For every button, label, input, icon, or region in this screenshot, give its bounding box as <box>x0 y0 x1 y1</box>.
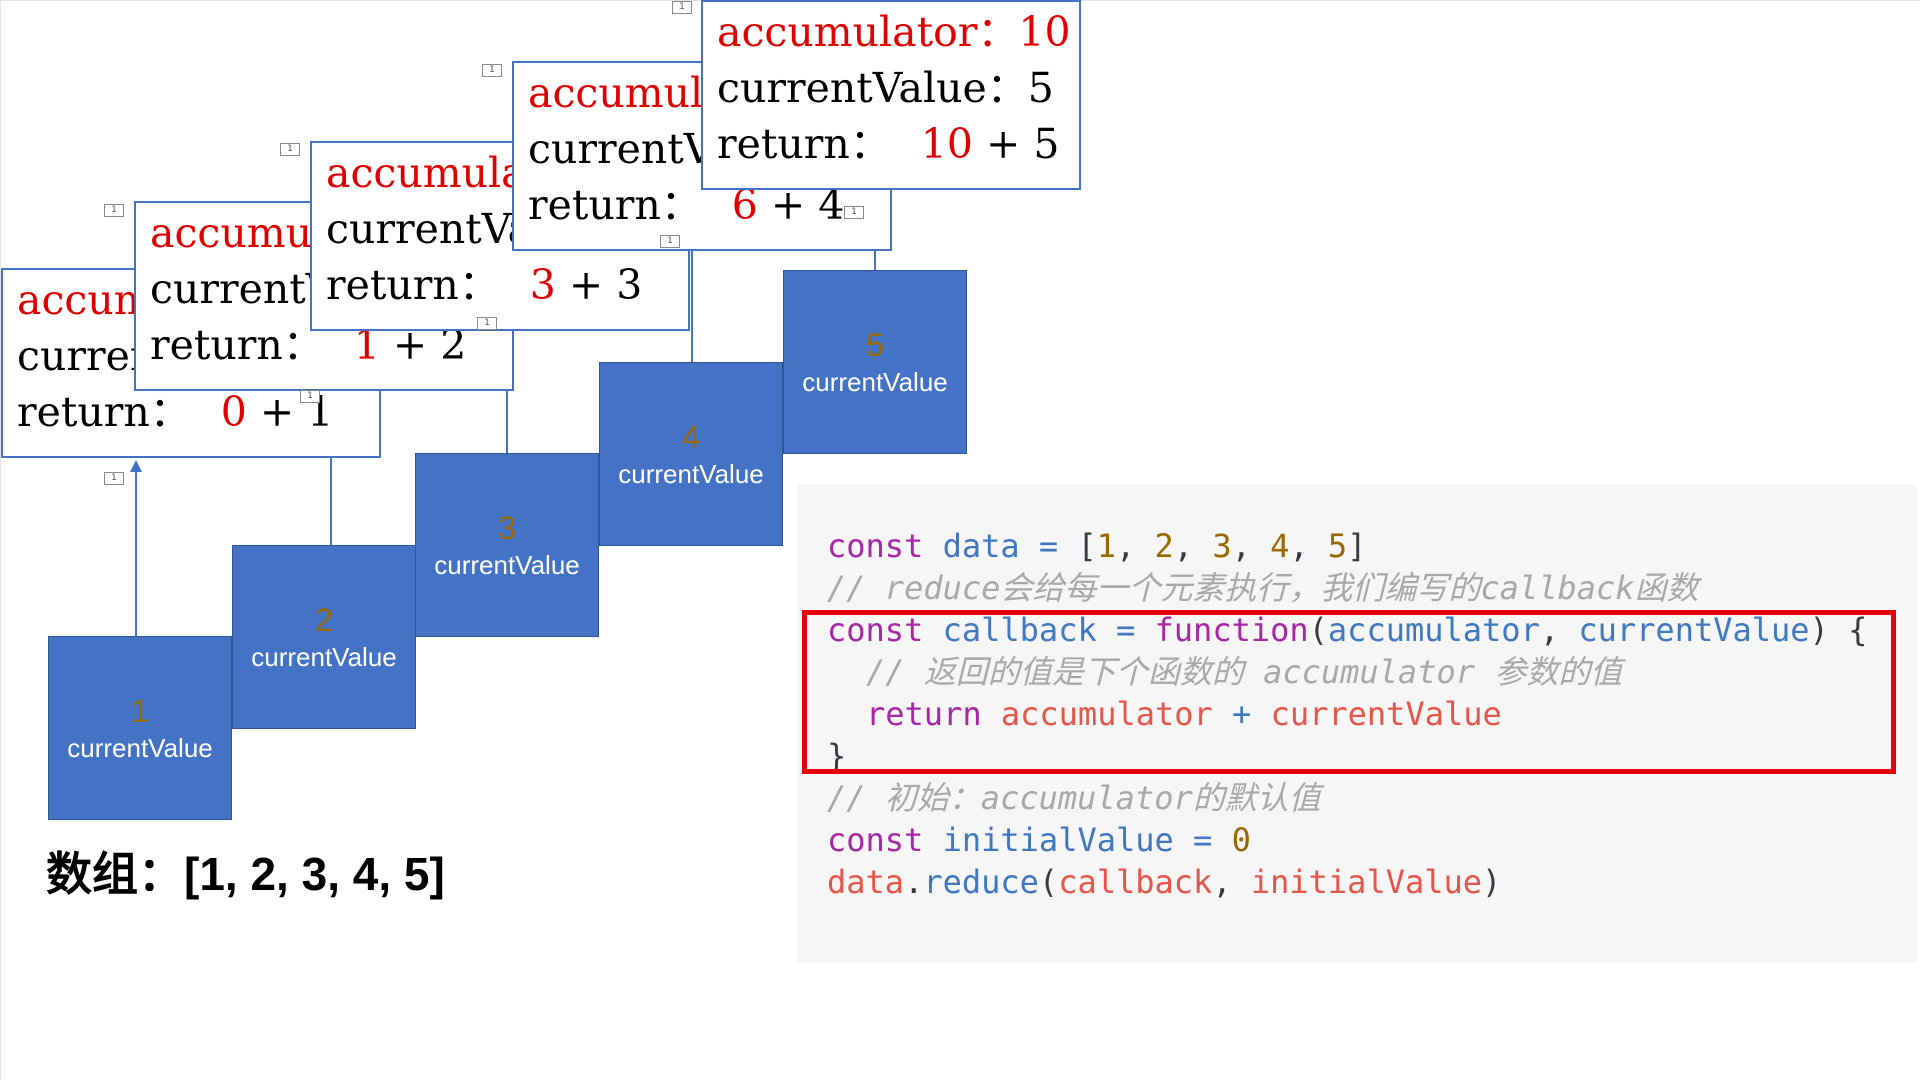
code-number: 3 <box>1212 527 1232 565</box>
code-snippet-panel: const data = [1, 2, 3, 4, 5] // reduce会给… <box>797 484 1917 962</box>
step-number: 1 <box>131 693 149 729</box>
code-operator: = <box>1115 611 1136 649</box>
callback-highlight-box <box>802 610 1896 774</box>
card-current-value-row: currentValue：5 <box>717 64 1054 112</box>
code-variable: data <box>942 527 1020 565</box>
return-right-operand: 5 <box>1033 120 1060 168</box>
code-line-3: const callback = function(accumulator, c… <box>827 611 1868 649</box>
accumulator-value: 10 <box>1018 8 1071 56</box>
step-number: 4 <box>682 419 700 455</box>
return-operator: + <box>568 261 604 309</box>
card-return-row: return： 10 + 5 <box>717 120 1059 168</box>
step-label: currentValue <box>618 459 764 489</box>
code-operator: = <box>1038 527 1059 565</box>
code-identifier: currentValue <box>1270 695 1502 733</box>
return-operator: + <box>259 388 295 436</box>
step-box-1: 1 currentValue <box>48 636 232 820</box>
accumulator-separator: ： <box>977 8 1019 56</box>
code-line-5: return accumulator + currentValue <box>866 694 1502 734</box>
return-separator: ： <box>849 120 891 168</box>
step-box-5: 5 currentValue <box>783 270 967 454</box>
code-identifier: callback <box>1058 863 1213 901</box>
step-box-4: 4 currentValue <box>599 362 783 546</box>
code-comment-3: // 初始：accumulator的默认值 <box>827 779 1321 817</box>
code-variable: initialValue <box>942 821 1174 859</box>
frame-left-border <box>0 0 1 1080</box>
card-return-row: return： 3 + 3 <box>326 261 642 309</box>
marker-box: 1 <box>660 235 680 248</box>
return-label: return <box>150 321 283 369</box>
marker-box: 1 <box>280 143 300 156</box>
return-left-operand: 3 <box>529 261 556 309</box>
code-param: accumulator <box>1327 611 1540 649</box>
code-keyword: const <box>827 611 924 649</box>
return-label: return <box>326 261 459 309</box>
marker-box: 1 <box>300 390 320 403</box>
code-method: reduce <box>923 863 1039 901</box>
marker-box: 1 <box>672 1 692 14</box>
return-operator: + <box>985 120 1021 168</box>
code-comment-2: // 返回的值是下个函数的 accumulator 参数的值 <box>866 653 1623 691</box>
return-label: return <box>528 181 661 229</box>
code-number: 1 <box>1096 527 1116 565</box>
step-number: 2 <box>315 602 333 638</box>
current-value-value: 5 <box>1027 64 1054 112</box>
return-label: return <box>717 120 850 168</box>
code-operator: = <box>1193 821 1213 859</box>
code-number: 0 <box>1231 821 1251 859</box>
marker-box: 1 <box>104 204 124 217</box>
code-keyword: return <box>866 695 982 733</box>
step-number: 3 <box>498 510 516 546</box>
code-number: 2 <box>1154 527 1174 565</box>
marker-box: 1 <box>104 472 124 485</box>
code-identifier: data <box>827 863 905 901</box>
return-right-operand: 3 <box>616 261 643 309</box>
marker-box: 1 <box>482 64 502 77</box>
code-line-6: } <box>827 737 847 775</box>
code-bracket: [ <box>1077 527 1097 565</box>
marker-box: 1 <box>477 317 497 330</box>
code-number: 5 <box>1327 527 1348 565</box>
code-variable: callback <box>942 611 1097 649</box>
return-separator: ： <box>660 181 702 229</box>
return-separator: ： <box>458 261 500 309</box>
step-label: currentValue <box>251 642 397 672</box>
current-value-separator: ： <box>986 64 1028 112</box>
card-accumulator-row: accumulator：10 <box>717 8 1071 56</box>
code-comment-1: // reduce会给每一个元素执行，我们编写的callback函数 <box>827 569 1699 607</box>
step-box-3: 3 currentValue <box>415 453 599 637</box>
code-punct: ) { <box>1809 611 1868 649</box>
marker-box: 1 <box>844 206 864 219</box>
return-left-operand: 0 <box>220 388 247 436</box>
code-operator: + <box>1232 695 1252 733</box>
arrow-step-1-to-card <box>130 460 142 636</box>
code-keyword: const <box>827 527 924 565</box>
accumulator-label: accumulator <box>717 8 978 56</box>
array-caption: 数组：[1, 2, 3, 4, 5] <box>46 848 445 900</box>
code-line-8: const initialValue = 0 <box>827 820 1251 860</box>
code-bracket: ] <box>1347 527 1367 565</box>
code-identifier: initialValue <box>1250 863 1483 901</box>
card-return-row: return： 0 + 1 <box>17 388 333 436</box>
code-keyword: const <box>827 821 924 859</box>
step-box-2: 2 currentValue <box>232 545 416 729</box>
code-number: 4 <box>1270 527 1290 565</box>
value-card-5: accumulator：10 currentValue：5 return：10 … <box>701 0 1081 190</box>
arrow-step-4-to-card <box>686 224 698 362</box>
step-label: currentValue <box>67 733 213 763</box>
step-label: currentValue <box>434 550 580 580</box>
current-value-label: currentValue <box>717 64 987 112</box>
code-line-1: const data = [1, 2, 3, 4, 5] <box>827 527 1367 565</box>
step-label: currentValue <box>802 367 948 397</box>
code-identifier: accumulator <box>1000 695 1213 733</box>
step-number: 5 <box>866 327 884 363</box>
return-label: return <box>17 388 150 436</box>
return-separator: ： <box>149 388 191 436</box>
code-keyword: function <box>1154 611 1309 649</box>
code-param: currentValue <box>1578 611 1810 649</box>
return-left-operand: 10 <box>920 120 973 168</box>
code-line-9: data.reduce(callback, initialValue) <box>827 863 1502 901</box>
